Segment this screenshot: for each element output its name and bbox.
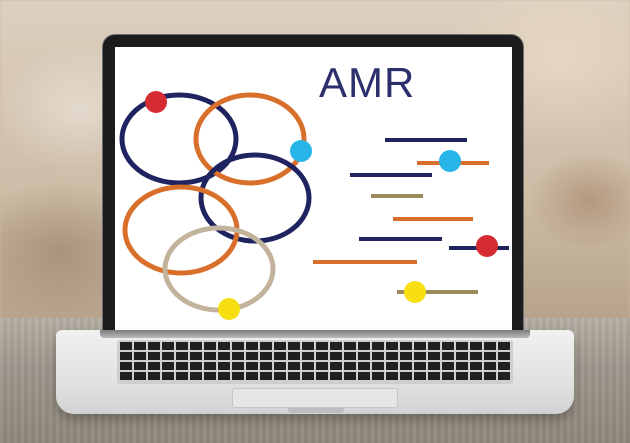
tan-circle-bottom — [162, 225, 276, 313]
keyboard-keys — [120, 342, 510, 382]
laptop-screen: AMR — [115, 47, 512, 330]
cyan-dot-2 — [439, 150, 461, 172]
amr-illustration — [119, 91, 509, 320]
base-notch — [288, 408, 344, 413]
screen-title: AMR — [319, 59, 416, 106]
orange-circle-top — [193, 92, 307, 186]
cyan-dot-1 — [290, 140, 312, 162]
navy-circle-top-left — [119, 92, 239, 186]
laptop-hinge — [100, 330, 530, 338]
yellow-dot-2 — [404, 281, 426, 303]
red-dot-2 — [476, 235, 498, 257]
yellow-dot-1 — [218, 298, 240, 320]
red-dot-1 — [145, 91, 167, 113]
trackpad — [232, 388, 398, 408]
